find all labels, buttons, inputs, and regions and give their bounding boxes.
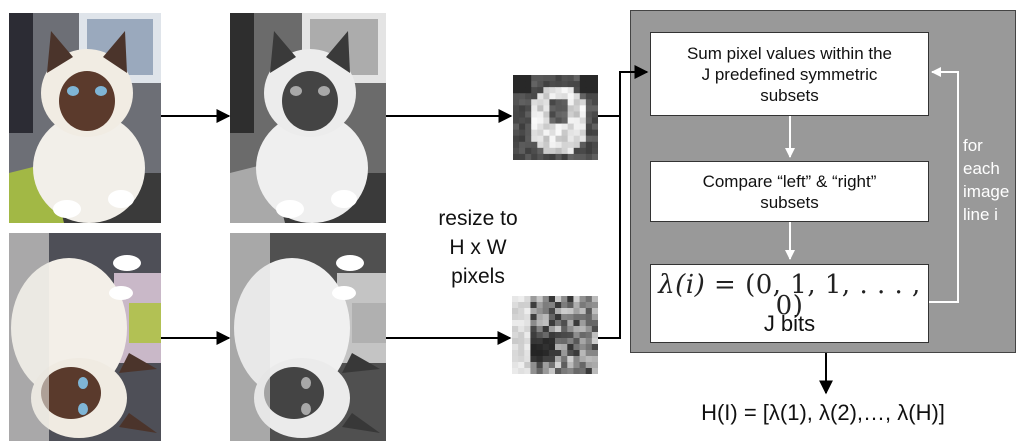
pixelated-thumbnail-upright xyxy=(513,75,598,160)
resize-label: resize to H x W pixels xyxy=(438,207,518,288)
lambda-box: λ(i) = (0, 1, 1, . . . , 0) J bits xyxy=(650,264,929,343)
sum-pixels-box: Sum pixel values within the J predefined… xyxy=(650,32,929,116)
cat-photo-color-rotated xyxy=(9,233,161,441)
pixelated-thumbnail-rotated xyxy=(512,296,598,374)
compare-box: Compare “left” & “right” subsets xyxy=(650,161,929,222)
cat-photo-gray-upright xyxy=(230,13,386,223)
processing-panel: Sum pixel values within the J predefined… xyxy=(630,10,1016,353)
cat-photo-color-upright xyxy=(9,13,161,223)
lambda-formula: λ(i) = (0, 1, 1, . . . , 0) xyxy=(658,270,921,321)
sum-pixels-text: Sum pixel values within the J predefined… xyxy=(686,43,893,105)
arrow-thumb-bottom-to-panel xyxy=(598,116,621,339)
bits-label: J bits xyxy=(763,311,816,336)
hash-formula: H(I) = [λ(1), λ(2),…, λ(H)] xyxy=(701,400,945,425)
loop-label: for each image line i xyxy=(963,136,1010,224)
compare-text: Compare “left” & “right” subsets xyxy=(702,171,877,212)
cat-photo-gray-rotated xyxy=(230,233,386,441)
